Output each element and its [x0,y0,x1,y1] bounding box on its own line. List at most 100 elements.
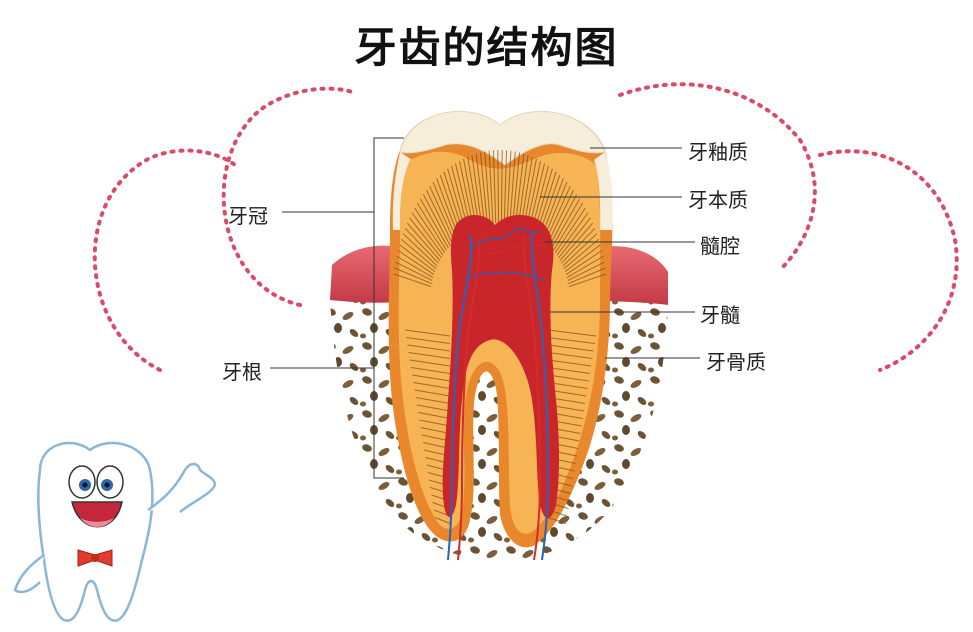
dentin-tubule-line [432,182,458,240]
dentin-tubule-line [551,198,581,249]
dentin-tubule-line [547,189,574,244]
dentin-tubule-line [547,337,595,344]
root-bracket [373,300,404,479]
dotted-circles-decoration [92,82,959,372]
dentin-tubule-line [411,212,444,256]
dentin-tubule-line [484,151,491,224]
dentin-tubule-line [409,359,451,367]
dentin-tubule-line [422,194,451,246]
dentin-tubule-line [500,150,503,224]
dentin-tubule-line [553,203,583,251]
label-root: 牙根 [222,360,262,384]
dotted-arc-right-outer [818,149,959,372]
label-enamel: 牙釉质 [688,140,748,164]
dentin-tubule-line [412,374,451,382]
dentin-tubule-line [415,397,451,404]
dentin-tubule-line [434,517,451,524]
dentin-tubule-line [492,150,497,224]
dentin-tubule-line [406,222,441,261]
smiling-tooth-mascot [13,441,217,622]
crown-bracket [373,137,404,300]
dentin-tubule-line [563,238,600,270]
dentin-tubule-line [407,344,451,352]
label-dentin: 牙本质 [688,188,748,212]
dentin-tubule-line [514,153,525,225]
dentin-tubule-line [488,150,494,224]
dentin-tubule-line [549,194,578,246]
dentin-tubule-line [547,517,567,524]
dentin-tubule-line [419,198,449,249]
dentin-tubule-line [416,404,451,412]
dentin-tubule-line [497,150,500,224]
dentin-tubule-line [562,233,598,267]
dentin-tubule-line [410,367,451,374]
dentin-tubule-line [414,389,451,397]
dentin-tubule-line [547,344,594,352]
dentin-tubule-line [556,212,589,256]
dentin-tubule-line [547,382,588,389]
dentin-tubule-line [547,359,592,367]
capillary-1 [469,227,541,251]
dentin-tubule-line [568,267,606,285]
dentin-tubule-line [397,250,435,275]
label-pulp: 牙髓 [700,303,740,327]
artery [457,239,480,561]
capillary-2 [477,241,546,263]
dentin-tubule-line [568,273,607,288]
dentin-tubule-line [413,382,451,389]
dentin-tubule-line [409,217,442,259]
artery-right [522,235,542,561]
dentin-tubule-line [561,227,596,264]
leader-lines [270,137,700,479]
dentin-tubule-line [471,155,483,226]
dentin-tubule-line [429,185,455,242]
dentin-tubule-line [393,273,432,288]
dentin-tubule-line [509,151,516,224]
capillary-3 [464,271,546,281]
dentin-tubule-line [396,255,434,278]
dentin-tubule-line [554,207,586,254]
dentin-tubule-line [418,412,451,419]
dentin-tubule-line [414,207,446,254]
dentin-tubule-line [426,189,453,244]
dentin-tubule-line [558,217,591,259]
mascot-arm-right [147,462,217,513]
dentin-tubule-line [545,185,571,242]
dentin-tubule-line [565,250,603,275]
dentin-tubule-line [419,419,451,427]
label-pulp-chamber: 髓腔 [700,234,740,258]
dentin-tubule-line [406,337,451,344]
dentin-tubule-line [547,367,591,374]
label-cementum: 牙骨质 [706,350,766,374]
dentin-tubule-line [417,203,447,251]
dentin-tubule-line [520,156,533,227]
dentin-tubule-line [564,244,601,273]
enamel [399,111,606,166]
dentin-tubule-line [503,150,508,224]
dentin-tubule-line [475,153,486,225]
vein [447,234,473,561]
dentin-tubule-line [402,233,438,267]
dentin-tubule-line [408,352,451,359]
diagram-title: 牙齿的结构图 [354,23,619,72]
mascot-body [37,441,154,622]
dentin-tubule-line [394,267,432,285]
dotted-arc-left-outer [92,148,237,372]
dotted-arc-left-inner [221,86,354,307]
dentin-tubule-line [479,152,488,225]
dentin-tubule-line [517,155,529,226]
blood-vessels [447,227,550,561]
dentin-tubule-line [506,150,512,224]
mascot-arm-left [13,553,45,594]
dentin-tubule-line [566,255,604,278]
dentin-tubule-line [399,244,436,273]
dentin-tubule-line [400,238,437,270]
dotted-arc-right-inner [618,82,817,272]
dentin-tubule-line [547,329,597,337]
dentin-tubule-line [395,261,433,281]
label-crown: 牙冠 [228,204,268,228]
dentin-tubule-line [547,374,589,382]
dentin-tubule-line [567,261,605,281]
